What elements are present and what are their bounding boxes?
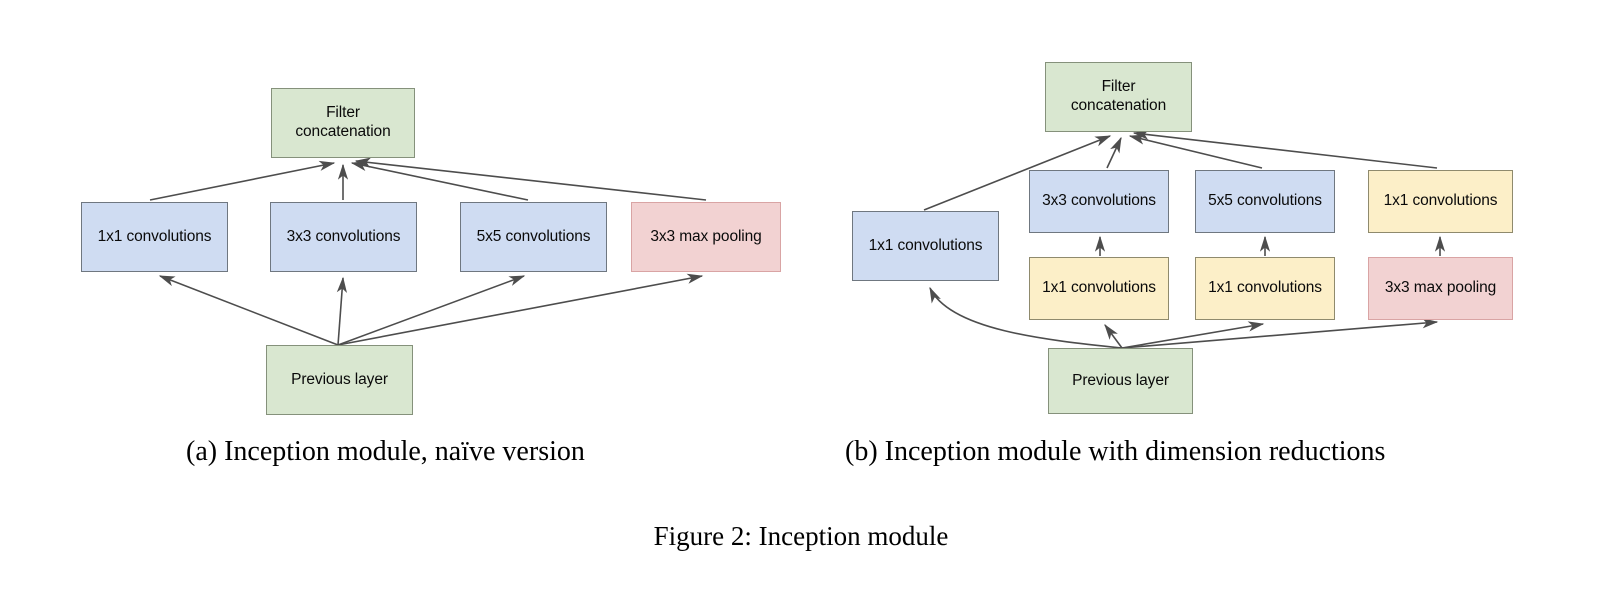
node-b-conv-5x5[interactable]: 5x5 convolutions <box>1195 170 1335 233</box>
node-label: 1x1 convolutions <box>1383 192 1498 210</box>
node-b-conv-1x1-reduce-5x5[interactable]: 1x1 convolutions <box>1195 257 1335 320</box>
edge-b-prev-to-maxpool <box>1121 318 1439 349</box>
edge-b-conv1x1-pool-to-concat <box>1132 129 1438 169</box>
figure-caption: Figure 2: Inception module <box>653 521 949 551</box>
edge-b-conv3x3-to-concat <box>1106 136 1122 169</box>
node-a-maxpool-3x3[interactable]: 3x3 max pooling <box>631 202 781 272</box>
subcaption-b: (b) Inception module with dimension redu… <box>845 436 1386 467</box>
node-label: 5x5 convolutions <box>476 227 591 245</box>
edge-b-conv5x5-to-concat <box>1128 134 1263 169</box>
node-a-filter-concatenation[interactable]: Filter concatenation <box>271 88 415 158</box>
node-label: 3x3 max pooling <box>1384 279 1497 297</box>
node-label: 1x1 convolutions <box>1042 279 1156 297</box>
node-a-conv-5x5[interactable]: 5x5 convolutions <box>460 202 607 272</box>
edge-b-prev-to-reduce-5x5 <box>1121 321 1265 349</box>
node-label: 3x3 convolutions <box>1042 192 1156 210</box>
node-b-previous-layer[interactable]: Previous layer <box>1048 348 1193 414</box>
node-b-maxpool-3x3[interactable]: 3x3 max pooling <box>1368 257 1513 320</box>
node-label: Previous layer <box>1072 371 1169 389</box>
node-label: 1x1 convolutions <box>1208 279 1322 297</box>
node-label: 3x3 max pooling <box>650 227 762 245</box>
node-label: Filter concatenation <box>1070 78 1167 114</box>
node-b-filter-concatenation[interactable]: Filter concatenation <box>1045 62 1192 132</box>
node-b-conv-1x1-reduce-3x3[interactable]: 1x1 convolutions <box>1029 257 1169 320</box>
edge-b-prev-to-reduce-3x3 <box>1104 323 1123 349</box>
node-b-conv-3x3[interactable]: 3x3 convolutions <box>1029 170 1169 233</box>
node-label: 5x5 convolutions <box>1208 192 1322 210</box>
subcaption-a: (a) Inception module, naïve version <box>186 436 585 467</box>
node-a-previous-layer[interactable]: Previous layer <box>266 345 413 415</box>
node-label: 3x3 convolutions <box>286 227 401 245</box>
node-b-conv-1x1-direct[interactable]: 1x1 convolutions <box>852 211 999 281</box>
node-b-conv-1x1-after-pool[interactable]: 1x1 convolutions <box>1368 170 1513 233</box>
node-label: 1x1 convolutions <box>97 227 212 245</box>
node-a-conv-1x1[interactable]: 1x1 convolutions <box>81 202 228 272</box>
node-a-conv-3x3[interactable]: 3x3 convolutions <box>270 202 417 272</box>
node-label: Filter concatenation <box>295 104 391 140</box>
node-label: 1x1 convolutions <box>868 236 983 254</box>
node-label: Previous layer <box>291 370 388 388</box>
